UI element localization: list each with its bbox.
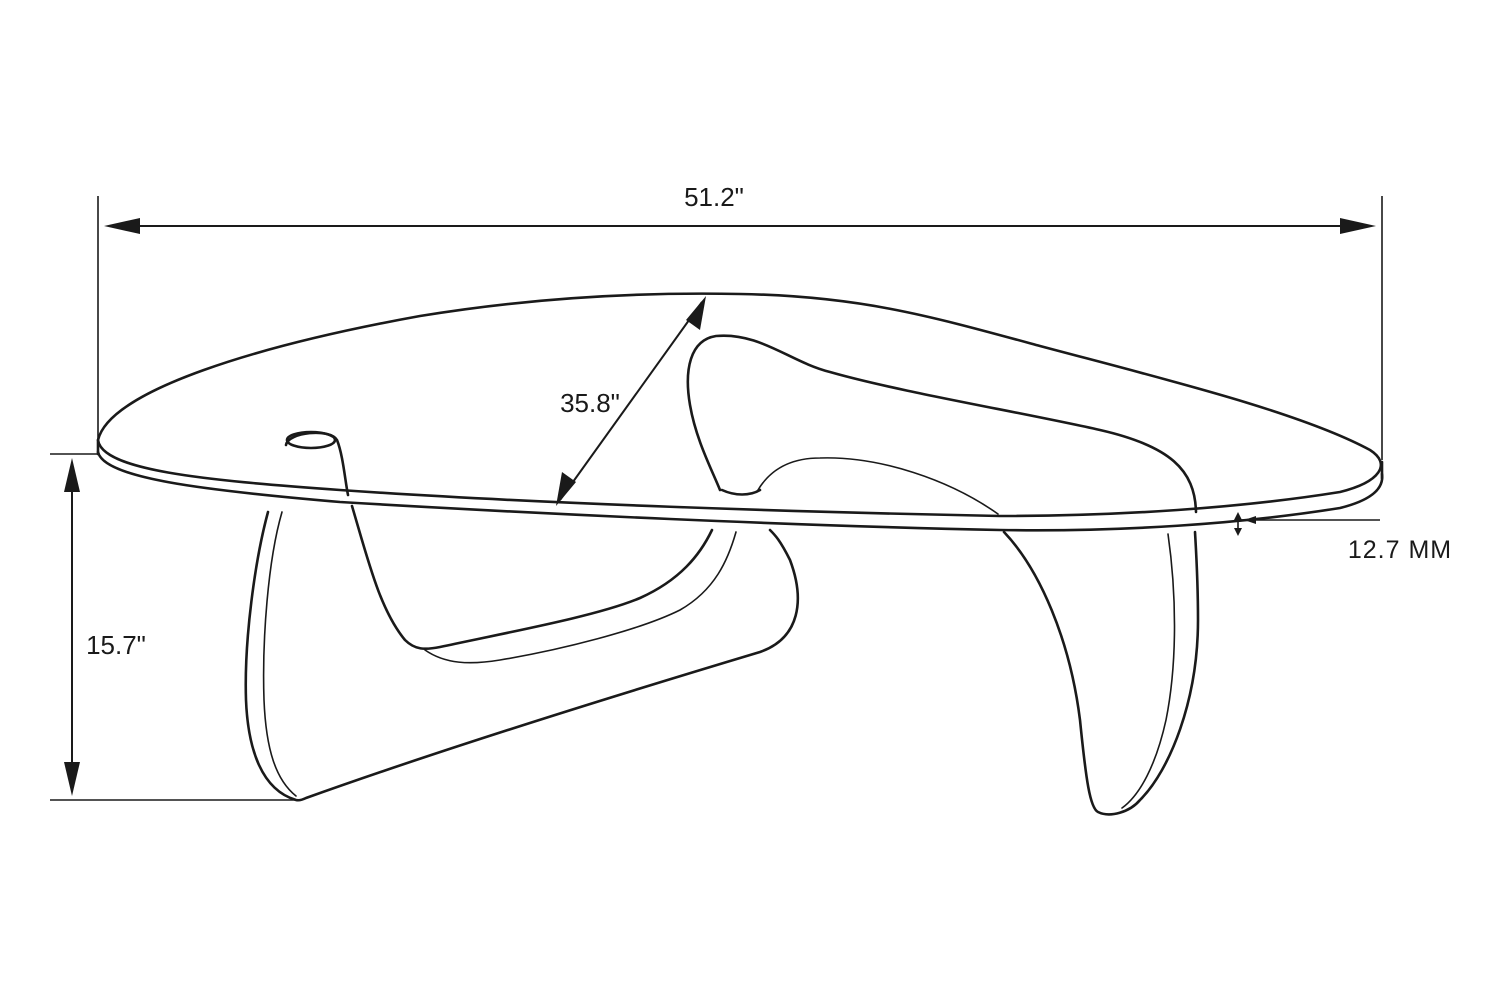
thickness-label: 12.7 MM [1348, 536, 1452, 564]
thickness-dimension: 12.7 MM [1234, 512, 1452, 564]
depth-label: 35.8" [560, 388, 620, 418]
left-base [244, 504, 800, 802]
width-dimension: 51.2" [97, 182, 1383, 460]
depth-dimension: 35.8" [556, 296, 706, 506]
width-label: 51.2" [684, 182, 744, 212]
right-leg-lower [1002, 530, 1200, 816]
right-leg-upper [686, 334, 1198, 515]
height-label: 15.7" [86, 630, 146, 660]
glass-tabletop [96, 292, 1384, 532]
rear-leg-top [284, 430, 350, 497]
height-dimension: 15.7" [50, 453, 298, 801]
